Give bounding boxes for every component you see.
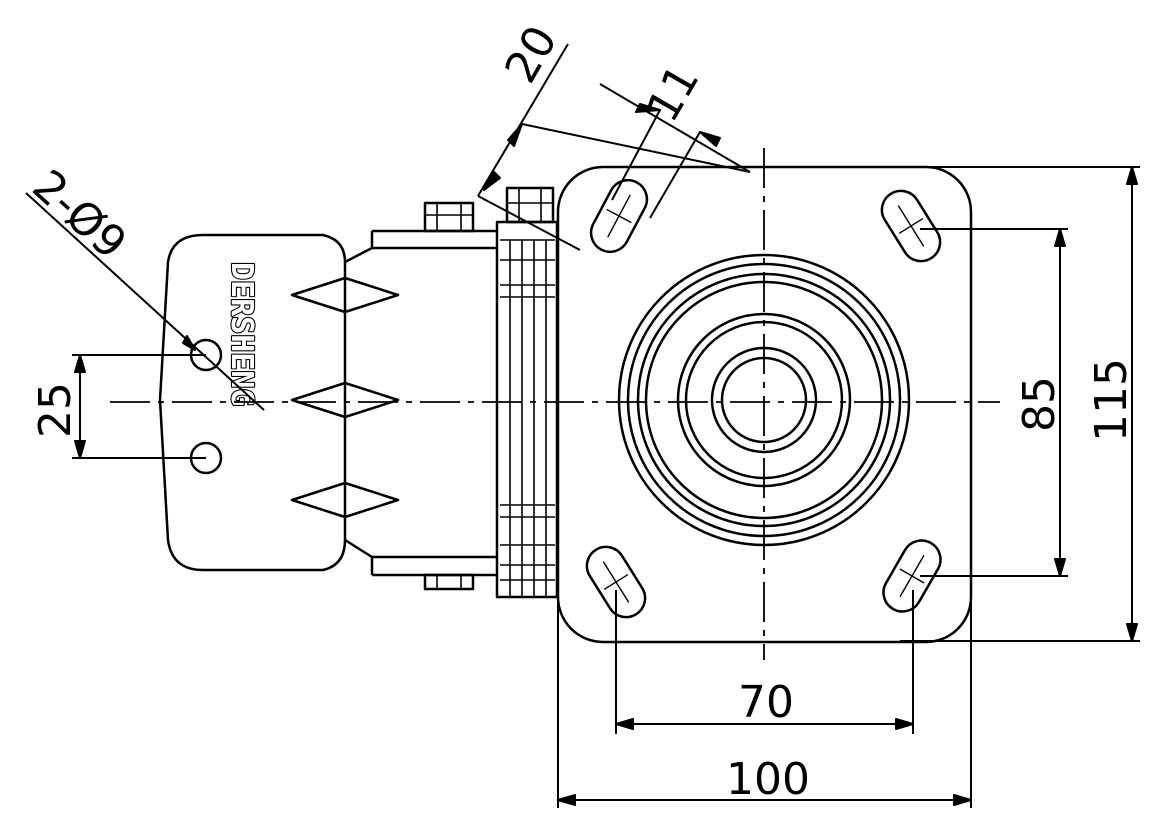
mounting-slot-top-right (880, 189, 942, 263)
dim-bolt-hole-label: 2-Ø9 (23, 160, 136, 269)
dim-plate-hole-spacing-horizontal: 70 (738, 677, 794, 728)
dim-slot-length: 20 (495, 18, 567, 92)
dim-bolt-hole-spacing: 25 (30, 382, 81, 438)
brake-pedal (158, 233, 400, 572)
brand-text: DERSHENG (224, 262, 259, 407)
dimension-lines (25, 43, 1140, 808)
fork-housing (370, 186, 559, 599)
dim-plate-width: 100 (726, 754, 810, 805)
mounting-slot-top-left (589, 178, 649, 254)
dim-plate-height: 115 (1086, 358, 1137, 442)
dim-slot-width: 11 (637, 57, 709, 131)
nut-top-left (423, 201, 475, 233)
mounting-slot-bottom-left (585, 545, 647, 619)
dim-plate-hole-spacing-vertical: 85 (1014, 376, 1065, 432)
center-lines (110, 148, 1000, 660)
mounting-slot-bottom-right (882, 539, 942, 613)
nut-top-right (505, 186, 555, 224)
nut-bottom-left (423, 573, 475, 591)
